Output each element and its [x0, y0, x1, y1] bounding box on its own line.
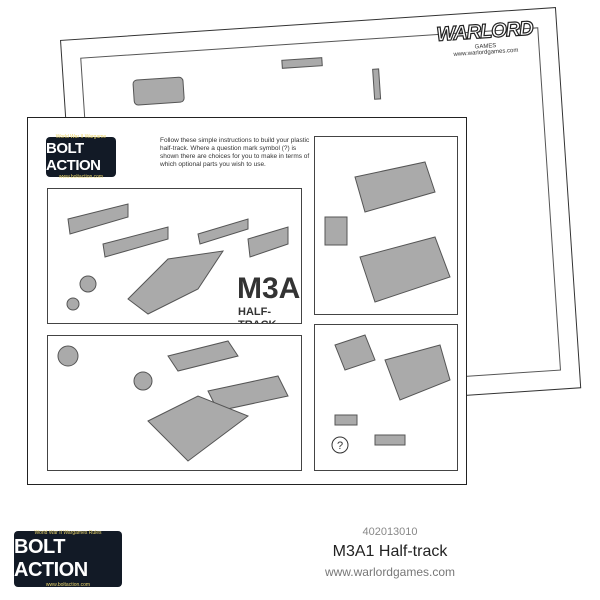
- option-part: [334, 414, 358, 426]
- model-title: M3A1: [237, 272, 301, 305]
- back-sheet-parts: [132, 57, 382, 106]
- step-panel-4: ?: [314, 324, 458, 471]
- model-subtitle: HALF-TRACK: [238, 306, 277, 323]
- footer-logo-tagline: World War II Wargames Rules: [34, 530, 102, 536]
- side-panel-part: [67, 203, 129, 235]
- footer-logo-main: BOLT ACTION: [14, 536, 88, 581]
- vehicle-body: [384, 344, 451, 401]
- vehicle-illustration: [132, 76, 185, 106]
- side-panel-part: [247, 226, 289, 258]
- crew-part: [79, 275, 97, 293]
- wheel-part: [57, 345, 79, 367]
- step-panel-3: [47, 335, 302, 471]
- step-panel-1: M3A1 HALF-TRACK: [47, 188, 302, 324]
- intro-text: Follow these simple instructions to buil…: [160, 137, 310, 168]
- track-part: [167, 340, 239, 372]
- logo-tagline: World War II Wargame: [55, 134, 107, 140]
- bolt-action-logo: World War II Wargame BOLT ACTION www.bol…: [46, 134, 116, 180]
- side-panel-part: [102, 226, 169, 258]
- product-name: M3A1 Half-track: [332, 543, 448, 560]
- step-1-diagram: [66, 203, 289, 315]
- part-piece: [372, 68, 382, 100]
- logo-url: www.boltaction.com: [58, 174, 104, 180]
- question-mark-icon: [331, 436, 349, 454]
- armor-part: [334, 334, 376, 371]
- footer-bolt-action-logo: World War II Wargames Rules BOLT ACTION …: [14, 530, 122, 588]
- chassis-part: [359, 236, 451, 303]
- body-part: [354, 161, 436, 213]
- footer-logo-url: www.boltaction.com: [45, 582, 91, 588]
- logo-main: BOLT ACTION: [46, 140, 101, 174]
- warlord-games-logo: WARLORD GAMES www.warlordgames.com: [435, 17, 534, 59]
- option-part: [374, 434, 406, 446]
- step-3-diagram: [57, 340, 289, 462]
- plate-part: [324, 216, 348, 246]
- hull-bottom-part: [147, 395, 250, 462]
- back-instruction-sheet: WARLORD GAMES www.warlordgames.com: [60, 7, 582, 422]
- product-code: 402013010: [362, 526, 418, 538]
- wheel-part: [133, 371, 153, 391]
- step-2-diagram: [324, 161, 451, 303]
- website-link[interactable]: www.warlordgames.com: [324, 565, 456, 579]
- side-panel-part: [197, 218, 249, 245]
- crew-part: [66, 297, 80, 311]
- hull-part: [127, 250, 225, 315]
- front-instruction-sheet: World War II Wargame BOLT ACTION www.bol…: [27, 117, 467, 485]
- gun-part: [281, 57, 323, 69]
- question-mark-text: ?: [337, 440, 343, 452]
- step-4-diagram: ?: [331, 334, 451, 454]
- step-panel-2: [314, 136, 458, 315]
- back-sheet-frame: [80, 27, 562, 401]
